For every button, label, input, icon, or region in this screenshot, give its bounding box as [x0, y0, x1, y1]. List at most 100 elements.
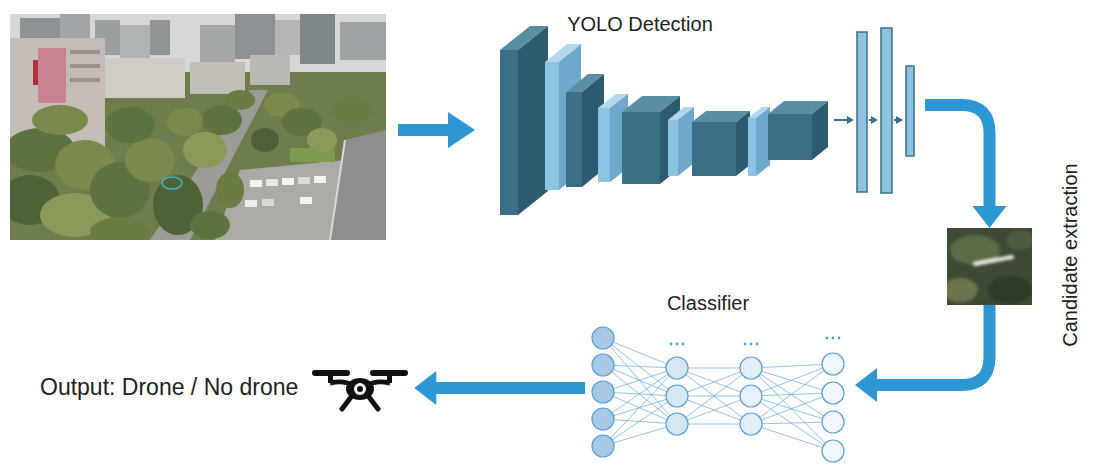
node-label: YOLO Detection [567, 12, 713, 36]
input-photo [190, 211, 230, 239]
arrow-head [414, 371, 436, 405]
neural-network [838, 337, 841, 340]
neural-network [740, 385, 762, 407]
label-holder: Candidate extraction [1058, 163, 1082, 346]
neural-network [751, 393, 833, 424]
input-photo [307, 128, 337, 152]
neural-network [592, 408, 614, 430]
neural-network [751, 364, 833, 396]
input-photo [105, 58, 185, 98]
neural-network [822, 353, 844, 375]
input-arrow [448, 112, 475, 148]
cnn-layers [896, 116, 903, 124]
cnn-layers [566, 92, 582, 187]
input-photo [32, 105, 88, 135]
cnn-layers [660, 96, 680, 184]
candidate-thumbnail [947, 278, 978, 302]
cnn-layers [881, 28, 892, 193]
input-photo [330, 98, 374, 122]
cnn-layers [834, 119, 849, 121]
neural-network [603, 338, 677, 424]
candidate-thumbnail [947, 228, 1032, 305]
cnn-layers [622, 112, 660, 184]
drone-icon [369, 397, 378, 409]
neural-network [682, 343, 685, 346]
arrow-shaft [925, 105, 990, 208]
input-photo [70, 64, 100, 68]
drone-icon [357, 386, 363, 392]
cnn-layers [812, 101, 828, 160]
input-photo [70, 50, 100, 54]
neural-network [822, 382, 844, 404]
input-photo [225, 90, 255, 110]
input-photo [266, 179, 278, 186]
neural-network [740, 357, 762, 379]
neural-network [592, 327, 844, 462]
cnn-layers [906, 66, 914, 156]
input-photo [235, 14, 275, 59]
cnn-layers [748, 118, 756, 176]
cnn-layers [847, 116, 854, 124]
cnn-layers [518, 26, 548, 215]
input-photo [150, 20, 170, 55]
neural-network [751, 368, 833, 422]
neural-network [670, 343, 673, 346]
neural-network [751, 393, 833, 396]
neural-network [677, 396, 751, 424]
input-photo [330, 130, 386, 240]
flow-arrow [855, 305, 990, 402]
arrow-head [855, 368, 877, 402]
neural-network [677, 396, 751, 424]
neural-network [751, 424, 833, 451]
neural-network [822, 411, 844, 433]
input-photo [162, 177, 182, 189]
neural-network [592, 435, 614, 457]
drone-icon [354, 383, 366, 395]
input-photo [251, 128, 279, 152]
input-photo [216, 172, 244, 208]
input-photo [250, 180, 262, 187]
neural-network [832, 337, 835, 340]
neural-network [751, 368, 833, 451]
neural-network [603, 368, 677, 446]
input-photo [200, 25, 235, 65]
input-photo [10, 14, 386, 240]
neural-network [826, 337, 829, 340]
neural-network [592, 381, 614, 403]
neural-network [676, 343, 679, 346]
candidate-thumbnail [988, 276, 1032, 304]
cnn-layers [500, 50, 518, 215]
input-photo [10, 14, 386, 240]
candidate-thumbnail [947, 230, 1032, 304]
network-block: YOLO Detection [495, 0, 925, 218]
output-label: Output: Drone / No drone [36, 360, 414, 416]
input-photo [298, 177, 310, 184]
input-photo [245, 200, 257, 207]
drone-icon [342, 397, 351, 409]
neural-network [677, 368, 751, 396]
node-label: Candidate extraction [1058, 163, 1082, 346]
input-photo [105, 107, 155, 143]
neural-network [756, 343, 759, 346]
cnn-layers [692, 122, 736, 176]
input-arrow [398, 112, 475, 148]
classifier-block: Classifier [585, 290, 855, 462]
input-photo [282, 178, 294, 185]
input-photo [33, 60, 38, 85]
arrow-head [973, 206, 1007, 228]
neural-network [751, 396, 833, 451]
neural-network [592, 354, 614, 376]
input-photo [262, 199, 274, 206]
neural-network [751, 422, 833, 424]
input-photo [90, 217, 150, 240]
candidate-thumbnail [1006, 230, 1032, 250]
drone-icon [310, 364, 410, 412]
node-label: Classifier [667, 291, 749, 315]
cnn-layers [545, 62, 559, 190]
input-photo [190, 62, 245, 94]
node-label: Output: Drone / No drone [40, 374, 298, 402]
neural-network [751, 364, 833, 424]
input-photo [300, 197, 312, 204]
cnn-layers [736, 111, 750, 176]
cnn-layers [598, 108, 610, 182]
